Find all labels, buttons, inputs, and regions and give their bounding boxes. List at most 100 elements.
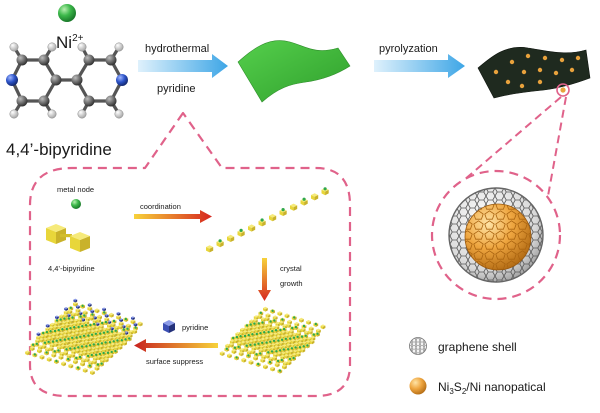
suppressed-block (53, 342, 59, 347)
suppressed-block (41, 344, 47, 349)
highlighted-nanoparticle (560, 87, 566, 93)
suppressed-metal-node (134, 326, 137, 329)
suppressed-block (110, 322, 116, 328)
suppressed-metal-node (81, 324, 84, 328)
highlight-ring (556, 83, 570, 97)
suppressed-block (75, 348, 80, 354)
grown-block (277, 311, 283, 316)
grown-metal-node (239, 335, 242, 338)
grown-block (262, 347, 268, 353)
suppressed-metal-node (55, 339, 58, 342)
grown-block (264, 336, 270, 342)
chain-link (311, 193, 319, 201)
grown-metal-node (269, 340, 272, 343)
step2-label-above: pyrolyzation (379, 43, 438, 55)
grown-block (288, 332, 293, 338)
suppressed-block (122, 340, 127, 346)
grown-block (267, 343, 272, 348)
suppressed-metal-node (82, 334, 86, 337)
suppressed-metal-node (97, 343, 100, 346)
suppressed-metal-node (110, 330, 114, 333)
grown-metal-node (253, 322, 256, 325)
surface-suppress-arrow (134, 339, 218, 352)
nanoparticle-icon (409, 377, 427, 395)
suppressed-metal-node (45, 351, 48, 354)
suppressed-block (82, 351, 87, 356)
chain-metal-node (218, 239, 222, 243)
suppressed-metal-node (75, 356, 78, 360)
suppressed-metal-node (95, 353, 98, 356)
suppressed-block (75, 328, 81, 334)
suppressed-block (108, 353, 114, 359)
chain-link (227, 234, 235, 242)
suppressed-metal-node (98, 352, 102, 356)
suppressed-metal-node (86, 354, 90, 358)
suppressed-metal-node (43, 341, 47, 344)
grown-block (242, 330, 248, 335)
suppressed-metal-node (102, 331, 106, 334)
carbon-sheet-product (477, 47, 591, 99)
grown-metal-node (300, 335, 304, 338)
suppressed-block (63, 350, 68, 356)
grown-block (229, 342, 234, 348)
suppressed-metal-node (122, 328, 126, 331)
framework-lattice-grown (219, 306, 326, 374)
suppressed-metal-node (31, 343, 35, 346)
suppressed-metal-node (67, 337, 70, 340)
suppressed-pyridine-cap (104, 313, 109, 318)
grown-block (265, 353, 270, 359)
suppressed-metal-node (85, 345, 88, 348)
suppressed-pyridine-cap (133, 322, 138, 327)
suppressed-metal-node (106, 351, 110, 354)
suppressed-block (119, 334, 125, 340)
suppressed-metal-node (90, 333, 94, 336)
grown-block (241, 357, 247, 363)
suppressed-pyridine-cap (116, 311, 121, 316)
grown-metal-node (245, 344, 248, 347)
suppressed-metal-node (124, 317, 128, 321)
chain-link (269, 214, 277, 222)
suppressed-metal-node (91, 313, 94, 316)
suppressed-metal-node (100, 362, 103, 365)
metal-node-label: metal node (57, 185, 94, 194)
suppressed-metal-node (53, 350, 56, 353)
grown-block (255, 345, 260, 350)
grown-block (272, 315, 278, 321)
grown-metal-node (247, 354, 250, 357)
suppressed-metal-node (55, 319, 59, 322)
suppressed-block (89, 315, 94, 321)
suppressed-metal-node (77, 325, 80, 329)
suppressed-block (96, 355, 102, 361)
suppressed-metal-node (128, 337, 131, 340)
chain-metal-node (239, 228, 243, 232)
grown-metal-node (249, 323, 252, 326)
suppressed-block (68, 363, 74, 369)
suppressed-metal-node (94, 332, 98, 335)
suppressed-metal-node (79, 315, 82, 318)
suppressed-metal-node (87, 334, 90, 337)
grown-metal-node (292, 336, 296, 339)
suppressed-block (74, 311, 80, 317)
grown-metal-node (298, 346, 302, 349)
suppressed-metal-node (69, 326, 72, 330)
suppressed-block (58, 355, 64, 360)
grown-metal-node (235, 335, 239, 339)
suppressed-metal-node (88, 344, 92, 347)
grown-block (280, 330, 286, 336)
suppressed-block (132, 329, 138, 334)
suppressed-metal-node (112, 340, 115, 343)
suppressed-block (73, 359, 78, 365)
grown-block (290, 339, 296, 344)
suppressed-metal-node (81, 304, 84, 307)
grown-block (260, 358, 266, 363)
suppressed-block (90, 370, 95, 375)
grown-metal-node (275, 350, 278, 353)
suppressed-metal-node (45, 330, 49, 334)
grown-block (270, 346, 276, 352)
suppressed-metal-node (49, 330, 52, 333)
grown-block (245, 336, 251, 342)
grown-metal-node (294, 346, 297, 349)
grown-metal-node (237, 345, 240, 348)
grown-metal-node (282, 327, 286, 331)
suppressed-metal-node (77, 346, 80, 349)
